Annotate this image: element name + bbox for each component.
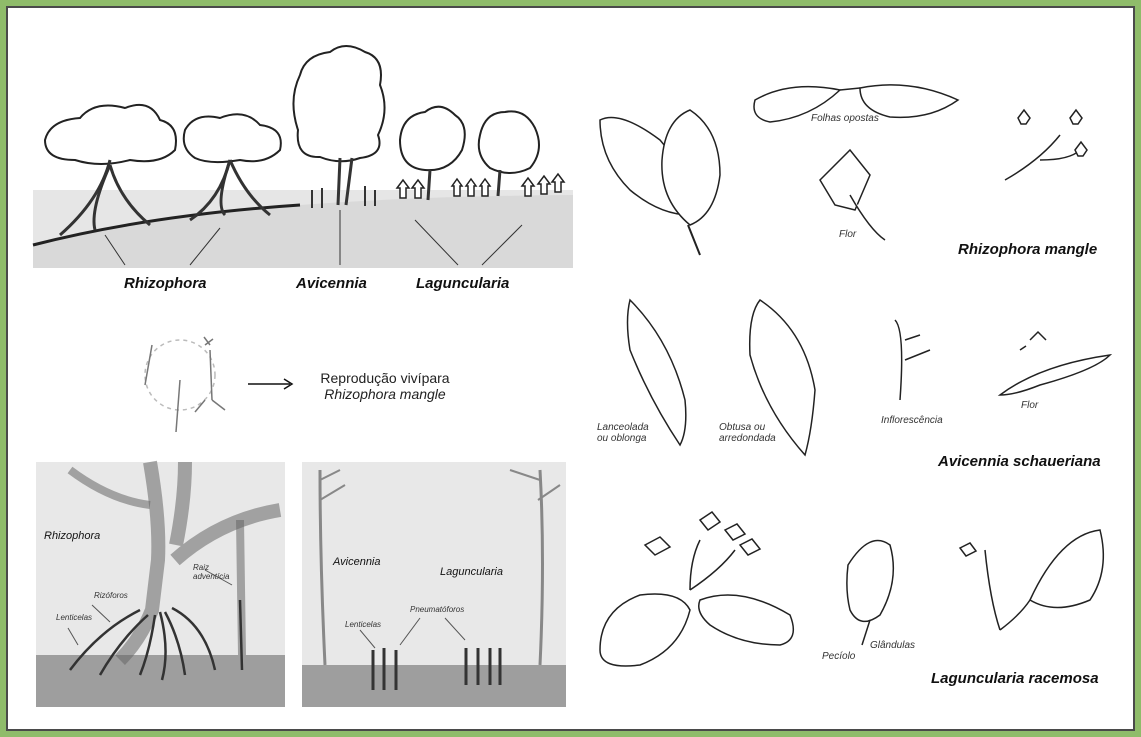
lr-peciolo-label: Pecíolo: [822, 651, 855, 662]
reproduction-caption-line1: Reprodução vivípara: [300, 370, 470, 386]
avicennia-schaueriana-illustration: [628, 300, 1111, 455]
laguncularia-racemosa-illustration: [600, 512, 1103, 666]
lr-glandulas-label: Glândulas: [870, 640, 915, 651]
roots-right-avicennia: Avicennia: [333, 556, 381, 568]
avicennia-schaueriana-title: Avicennia schaueriana: [938, 453, 1101, 470]
roots-left-rizoforos: Rizóforos: [94, 591, 128, 600]
rm-folhas-label: Folhas opostas: [811, 113, 879, 124]
viviparous-seedlings-illustration: [145, 337, 292, 432]
label-avicennia: Avicennia: [296, 275, 367, 292]
rhizophora-mangle-title: Rhizophora mangle: [958, 241, 1097, 258]
reproduction-caption-line2: Rhizophora mangle: [300, 386, 470, 402]
laguncularia-racemosa-title: Laguncularia racemosa: [931, 670, 1099, 687]
label-rhizophora: Rhizophora: [124, 275, 207, 292]
roots-left-raiz: Raiz adventícia: [193, 563, 229, 581]
as-flor-label: Flor: [1021, 400, 1038, 411]
mangrove-profile-illustration: [33, 46, 573, 268]
as-lanceolada-label: Lanceolada ou oblonga: [597, 422, 659, 444]
as-obtusa-label: Obtusa ou arredondada: [719, 422, 783, 444]
as-inflorescencia-label: Inflorescência: [881, 415, 943, 426]
label-laguncularia: Laguncularia: [416, 275, 509, 292]
roots-left-lenticelas: Lenticelas: [56, 613, 92, 622]
reproduction-caption: Reprodução vivípara Rhizophora mangle: [300, 370, 470, 402]
roots-right-laguncularia: Laguncularia: [440, 566, 503, 578]
roots-right-lenticelas: Lenticelas: [345, 620, 381, 629]
roots-left-title: Rhizophora: [44, 530, 100, 542]
rm-flor-label: Flor: [839, 229, 856, 240]
rhizophora-roots-illustration: [36, 462, 285, 707]
roots-right-pneumatoforos: Pneumatóforos: [410, 605, 464, 614]
avicennia-laguncularia-roots-illustration: [302, 462, 566, 707]
